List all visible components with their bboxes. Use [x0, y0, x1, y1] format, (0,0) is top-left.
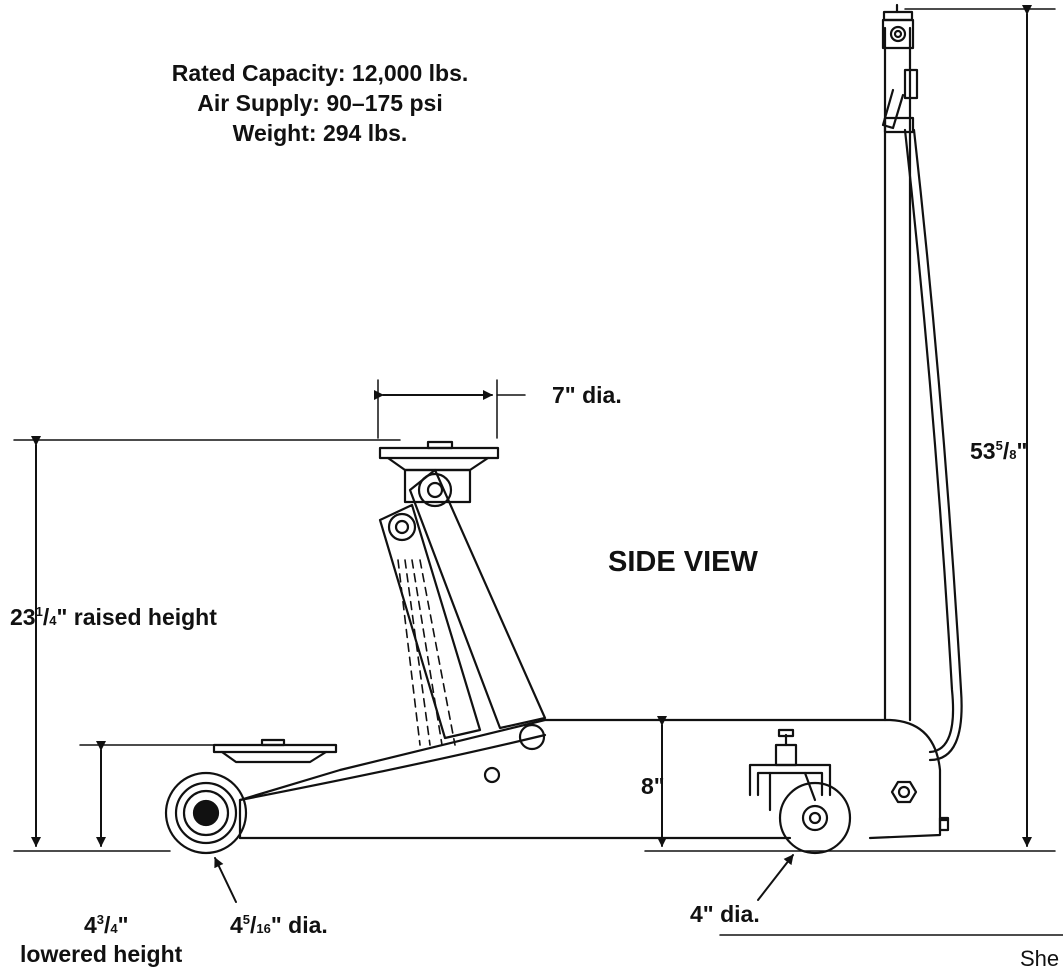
- lowered-saddle: [212, 738, 338, 764]
- handle: [881, 3, 919, 722]
- spec-capacity: Rated Capacity: 12,000 lbs.: [171, 60, 469, 86]
- front-wheel: [164, 771, 248, 855]
- jack-frame: [238, 718, 950, 840]
- air-hose: [903, 128, 963, 762]
- footer-fragment: She: [1020, 946, 1060, 971]
- spec-weight: Weight: 294 lbs.: [232, 120, 408, 146]
- pad-diameter-label: 7" dia.: [552, 382, 622, 408]
- caster-wheel: [748, 728, 852, 855]
- lift-arms: [378, 468, 547, 746]
- overall-height-label: 535/8": [970, 438, 1028, 464]
- raised-saddle: [378, 440, 500, 504]
- lowered-height-value: 43/4": [84, 912, 129, 938]
- view-label: SIDE VIEW: [608, 546, 758, 578]
- lowered-height-text: lowered height: [20, 941, 183, 967]
- dimension-arrows: [31, 5, 1032, 903]
- spec-air-supply: Air Supply: 90–175 psi: [197, 90, 443, 116]
- front-wheel-label: 45/16" dia.: [230, 912, 328, 938]
- frame-height-label: 8": [641, 773, 665, 799]
- caster-wheel-label: 4" dia.: [690, 901, 760, 927]
- raised-height-label: 231/4" raised height: [10, 604, 217, 630]
